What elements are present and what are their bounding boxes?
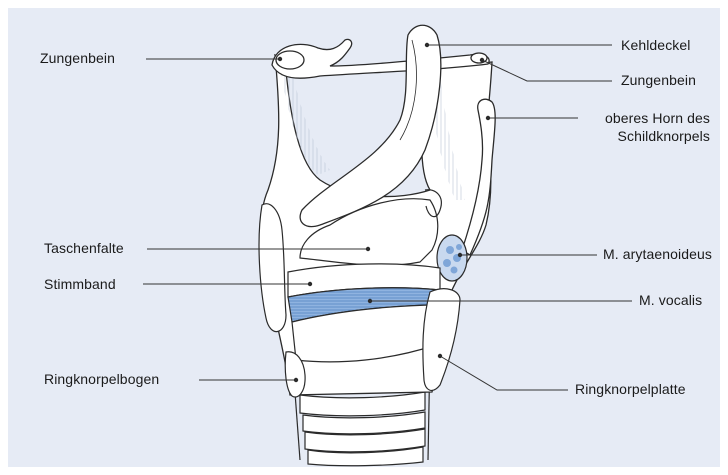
label-stimmband: Stimmband <box>44 276 116 293</box>
label-kehldeckel: Kehldeckel <box>621 37 691 54</box>
label-oberes-horn-line2: Schildknorpels <box>580 128 710 145</box>
label-taschenfalte: Taschenfalte <box>44 240 124 257</box>
m-arytaenoideus <box>437 235 467 281</box>
label-zungenbein-left: Zungenbein <box>40 50 115 67</box>
label-zungenbein-right: Zungenbein <box>621 72 696 89</box>
label-m-arytaenoideus: M. arytaenoideus <box>603 246 712 263</box>
label-ringknorpelbogen: Ringknorpelbogen <box>44 371 159 388</box>
label-oberes-horn-line1: oberes Horn des <box>580 110 710 127</box>
label-m-vocalis: M. vocalis <box>639 292 702 309</box>
cricoid-lamina <box>423 289 460 391</box>
label-ringknorpelplatte: Ringknorpelplatte <box>575 381 686 398</box>
